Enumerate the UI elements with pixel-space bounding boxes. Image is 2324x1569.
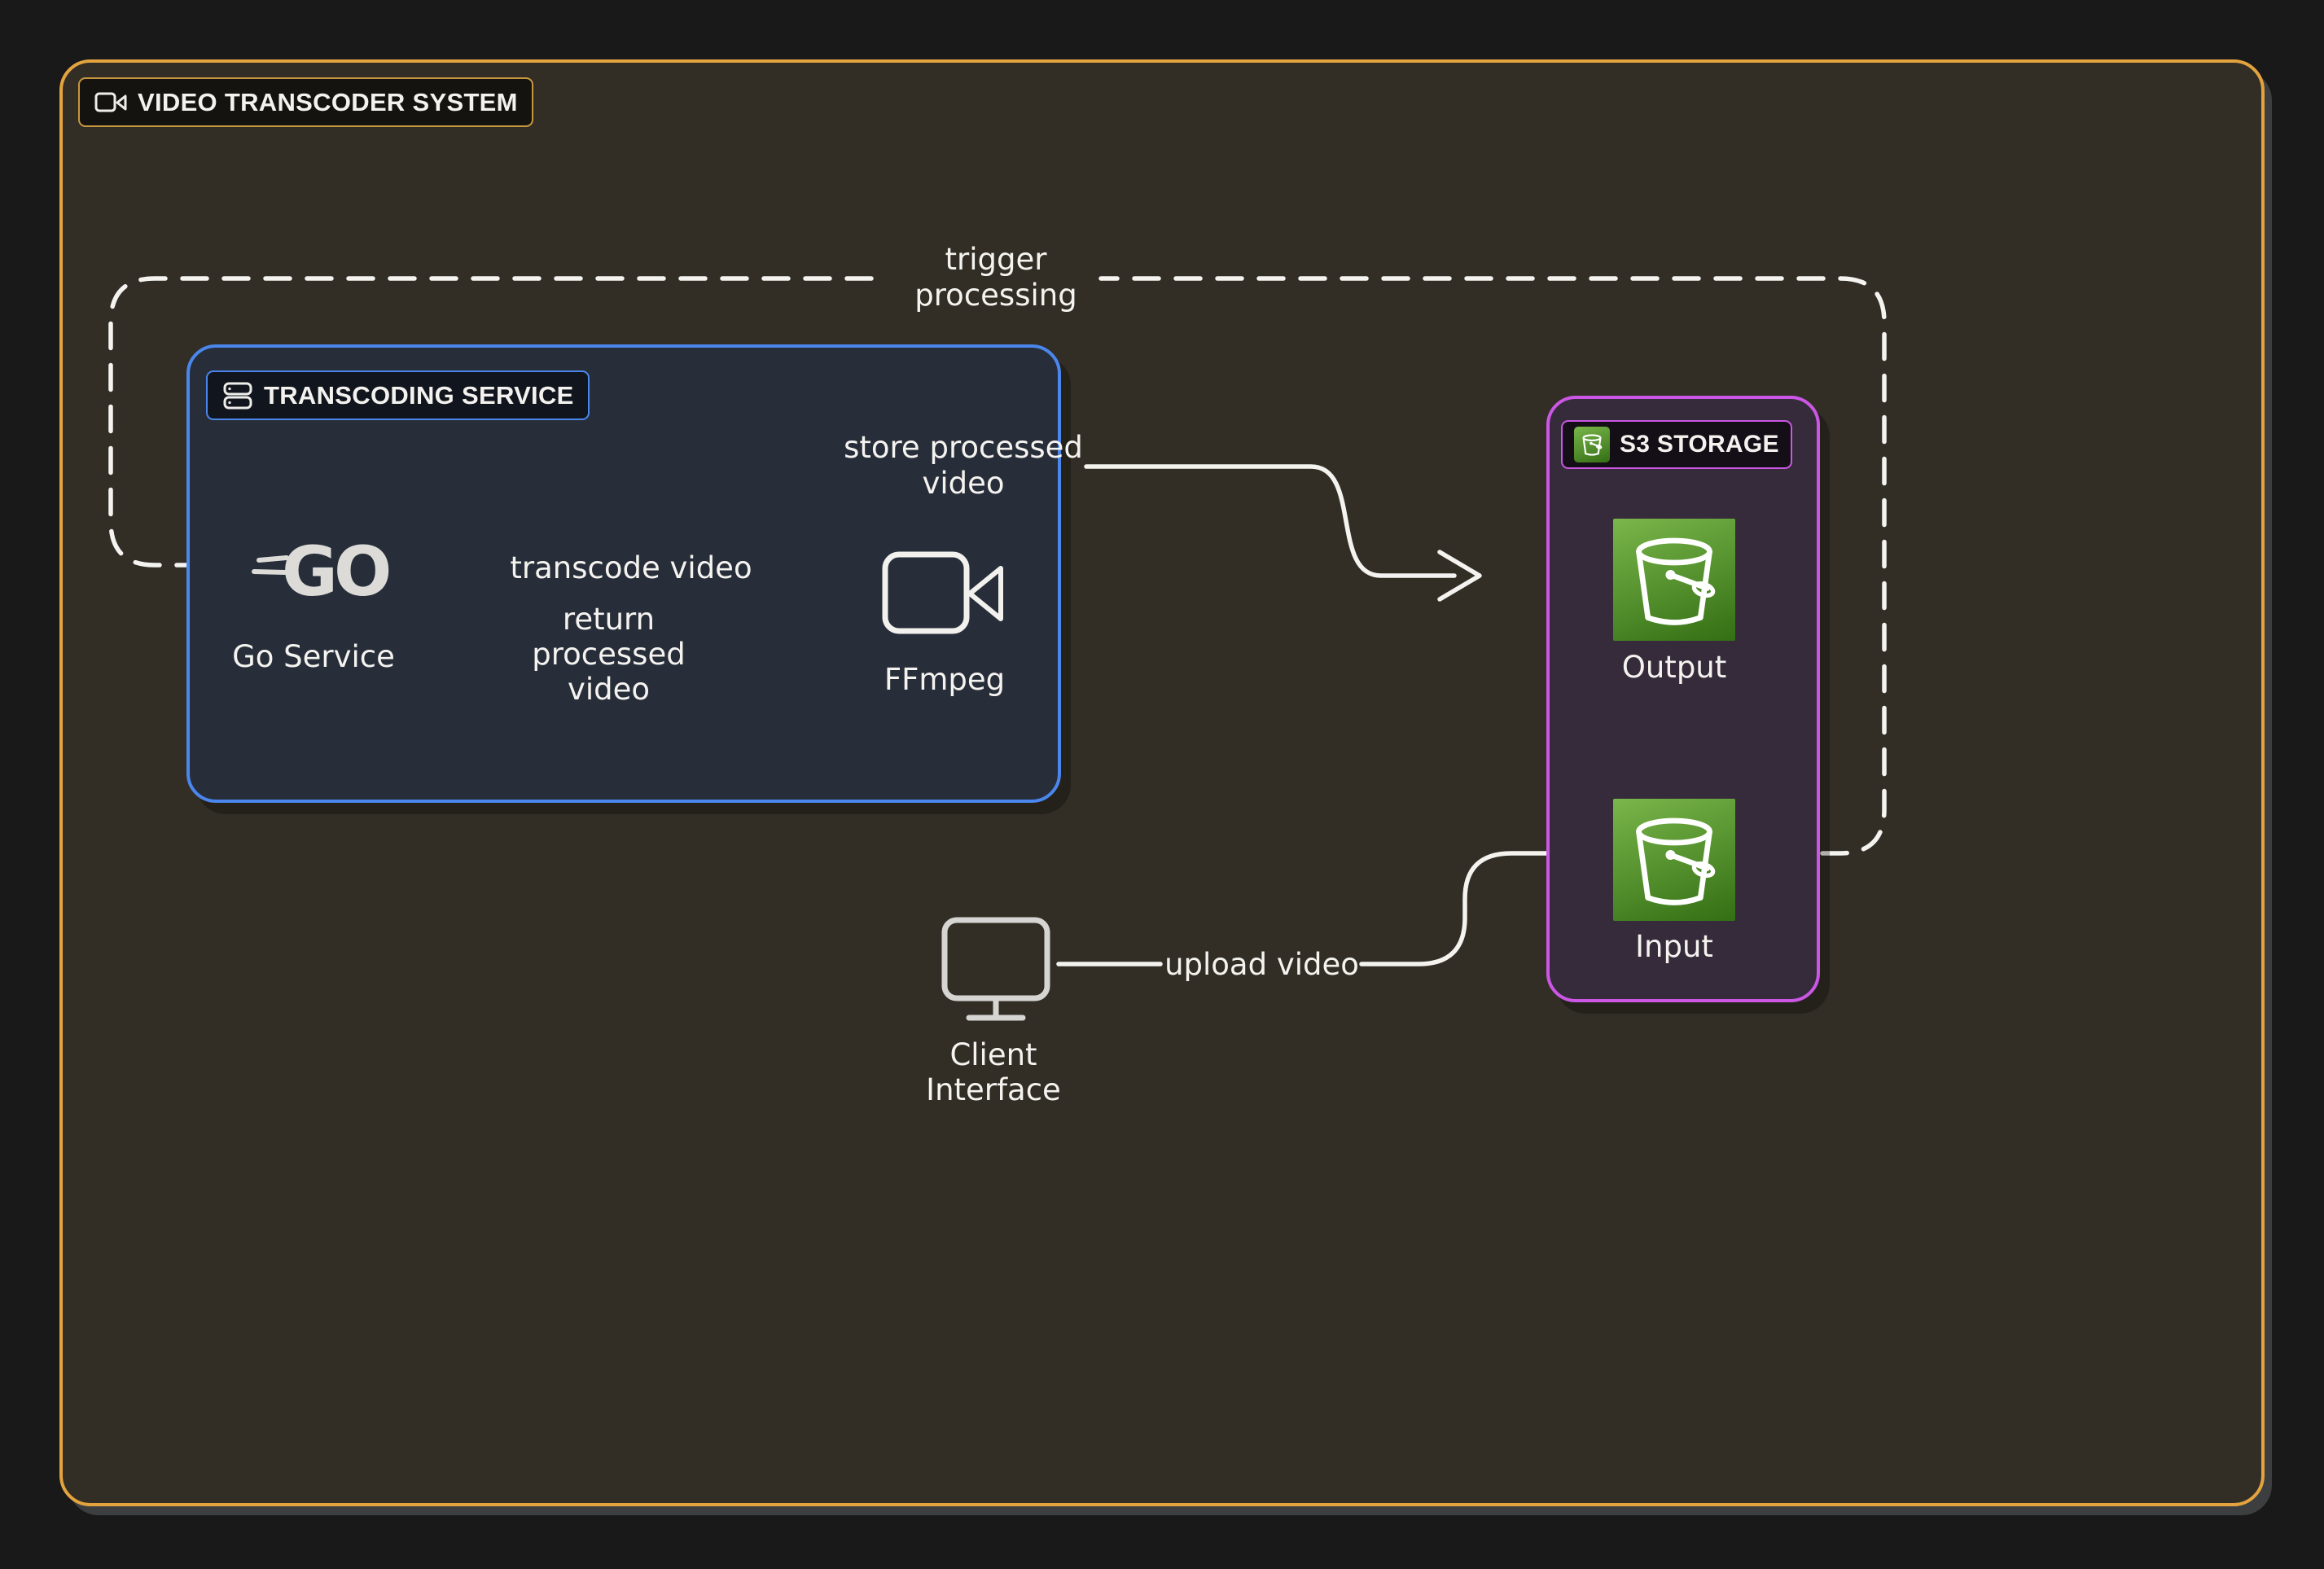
input-bucket-icon [1613,799,1735,921]
go-logo-text: GO [282,532,389,609]
edge-label-transcode-video: transcode video [510,550,752,585]
edge-label-upload-video: upload video [1164,947,1359,982]
client-label-line1: Client [949,1037,1037,1072]
system-title-badge: VIDEO TRANSCODER SYSTEM [78,77,533,127]
go-logo: GO [244,528,393,612]
go-service-label: Go Service [232,639,395,674]
edge-label-trigger-processing: trigger processing [914,242,1077,313]
system-title: VIDEO TRANSCODER SYSTEM [138,87,518,116]
transcoding-service-label: TRANSCODING SERVICE [264,380,574,410]
client-label-line2: Interface [926,1072,1061,1107]
edge-label-return-processed-video: return processed video [532,602,686,707]
go-speed-lines-icon [252,555,289,575]
client-monitor-icon [936,912,1059,1029]
input-label: Input [1635,929,1713,964]
ffmpeg-label: FFmpeg [884,662,1006,697]
server-stack-icon [223,382,252,409]
ffmpeg-video-camera-icon [878,547,1008,642]
s3-storage-badge: S3 STORAGE [1561,420,1792,469]
s3-bucket-icon [1574,427,1610,462]
output-label: Output [1621,650,1727,685]
edge-label-store-processed-video: store processed video [844,430,1083,501]
output-bucket-icon [1613,519,1735,641]
client-interface-label: Client Interface [912,1037,1075,1107]
s3-storage-label: S3 STORAGE [1620,431,1779,458]
video-camera-icon [94,92,127,112]
group-transcoding-service: TRANSCODING SERVICE [186,344,1061,803]
transcoding-service-badge: TRANSCODING SERVICE [206,370,590,420]
